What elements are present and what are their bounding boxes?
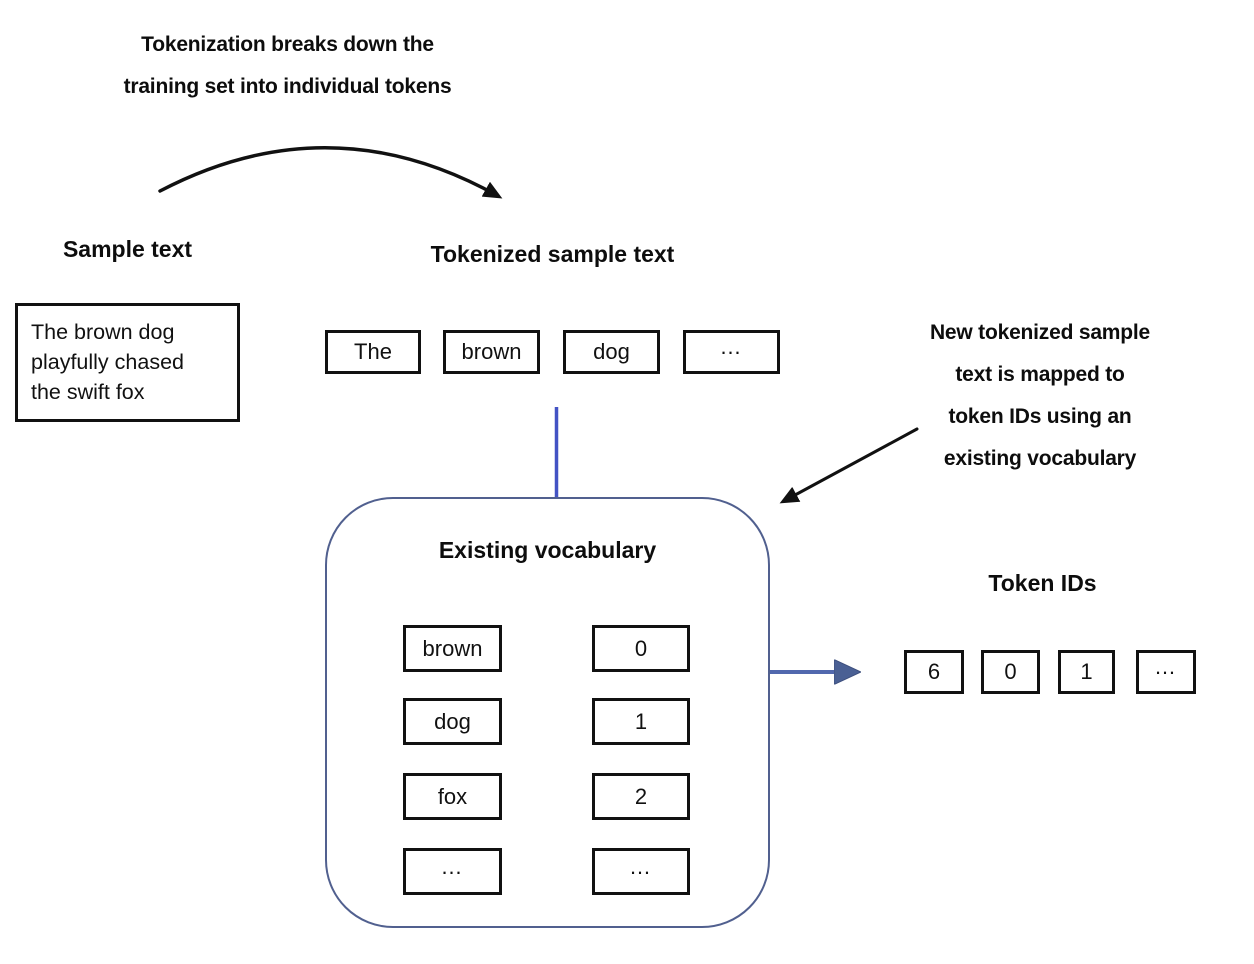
vocab-token-box: … [403, 848, 502, 895]
sample-text-title: Sample text [62, 236, 193, 262]
token-id-label: 6 [927, 659, 941, 684]
top-note-line: training set into individual tokens [123, 75, 452, 98]
vocab-id-label: 2 [634, 783, 648, 809]
right-note: New tokenized sample text is mapped to t… [890, 312, 1190, 480]
token-box: … [683, 330, 780, 374]
sample-text-line: The brown dog [31, 320, 175, 344]
vocab-id-box: … [592, 848, 690, 895]
vocab-token-label: dog [434, 708, 471, 734]
vocab-token-box: brown [403, 625, 502, 672]
vocab-id-label: … [629, 853, 653, 879]
token-id-box: … [1136, 650, 1196, 694]
token-id-box: 1 [1058, 650, 1115, 694]
token-box: brown [443, 330, 540, 374]
sample-text-box: The brown dog playfully chased the swift… [15, 303, 240, 422]
vocab-id-box: 2 [592, 773, 690, 820]
token-box: dog [563, 330, 660, 374]
vocabulary-title: Existing vocabulary [438, 537, 657, 563]
top-note: Tokenization breaks down the training se… [85, 24, 490, 108]
vocab-id-label: 1 [634, 708, 648, 734]
token-label: brown [461, 339, 522, 364]
token-ids-title: Token IDs [988, 570, 1097, 596]
vocab-id-label: 0 [634, 635, 648, 661]
vocab-token-box: fox [403, 773, 502, 820]
vocab-token-label: … [440, 853, 465, 879]
token-id-label: 1 [1080, 659, 1093, 684]
top-note-line: Tokenization breaks down the [141, 33, 434, 56]
token-id-box: 0 [981, 650, 1040, 694]
right-note-line: token IDs using an [948, 405, 1132, 428]
vocab-token-label: fox [437, 783, 468, 809]
token-id-box: 6 [904, 650, 964, 694]
sample-text-line: playfully chased [31, 350, 184, 374]
vocab-id-box: 0 [592, 625, 690, 672]
vocab-token-box: dog [403, 698, 502, 745]
right-note-line: text is mapped to [955, 363, 1125, 386]
sample-text-line: the swift fox [31, 380, 145, 404]
token-box: The [325, 330, 421, 374]
tokenized-sample-title: Tokenized sample text [430, 241, 675, 267]
token-label: … [719, 334, 744, 359]
token-label: dog [593, 339, 630, 364]
token-id-label: … [1154, 654, 1178, 679]
token-id-label: 0 [1004, 659, 1017, 684]
vocabulary-container [325, 497, 770, 928]
token-label: The [354, 339, 392, 364]
vocab-token-label: brown [422, 635, 483, 661]
right-note-line: existing vocabulary [943, 447, 1137, 470]
right-note-line: New tokenized sample [929, 321, 1151, 344]
tokenization-curved-arrow-icon [158, 146, 503, 199]
vocab-id-box: 1 [592, 698, 690, 745]
